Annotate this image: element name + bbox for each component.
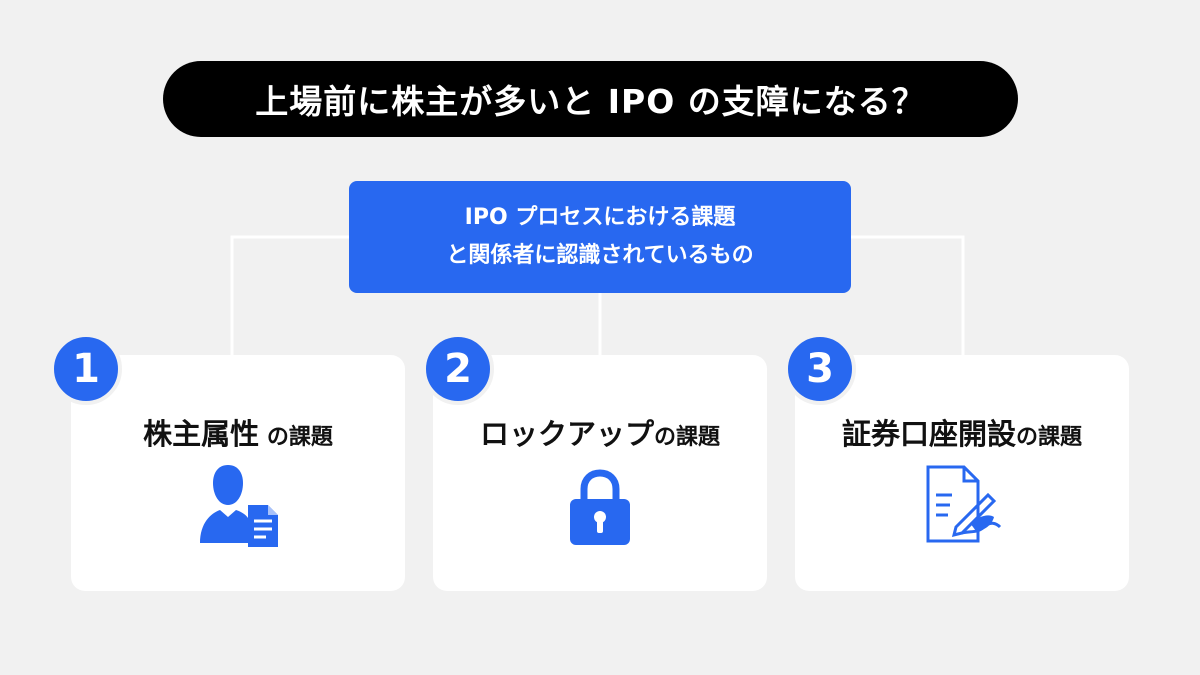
connector-left bbox=[230, 235, 349, 356]
central-topic-box: IPO プロセスにおける課題 と関係者に認識されているもの bbox=[349, 181, 851, 293]
issue-card-securities-account: 証券口座開設の課題 bbox=[795, 355, 1129, 591]
issue-card-title-suffix: の課題 bbox=[1016, 425, 1083, 450]
issue-number-badge: 2 bbox=[422, 333, 494, 405]
central-topic-line-1: IPO プロセスにおける課題 bbox=[464, 205, 736, 230]
issue-card-title-main: ロックアップ bbox=[479, 417, 654, 451]
issue-number-badge: 1 bbox=[50, 333, 122, 405]
signing-document-icon bbox=[926, 465, 1002, 543]
page-title: 上場前に株主が多いと IPO の支障になる？ bbox=[163, 61, 1018, 137]
person-document-icon bbox=[200, 465, 278, 547]
issue-card-lockup: ロックアップの課題 bbox=[433, 355, 767, 591]
issue-card-title: 株主属性 の課題 bbox=[71, 411, 405, 453]
connector-right bbox=[851, 235, 965, 356]
issue-card-title-main: 株主属性 bbox=[143, 417, 260, 451]
issue-card-title-suffix: の課題 bbox=[259, 425, 333, 450]
page-title-text: 上場前に株主が多いと IPO の支障になる？ bbox=[255, 82, 926, 121]
issue-card-title-suffix: の課題 bbox=[654, 425, 721, 450]
padlock-icon bbox=[570, 469, 630, 545]
central-topic-line-2: と関係者に認識されているもの bbox=[446, 243, 754, 268]
issue-number-badge: 3 bbox=[784, 333, 856, 405]
issue-card-shareholder-attributes: 株主属性 の課題 bbox=[71, 355, 405, 591]
issue-card-title-main: 証券口座開設 bbox=[841, 417, 1016, 451]
issue-card-title: 証券口座開設の課題 bbox=[795, 411, 1129, 453]
issue-card-title: ロックアップの課題 bbox=[433, 411, 767, 453]
